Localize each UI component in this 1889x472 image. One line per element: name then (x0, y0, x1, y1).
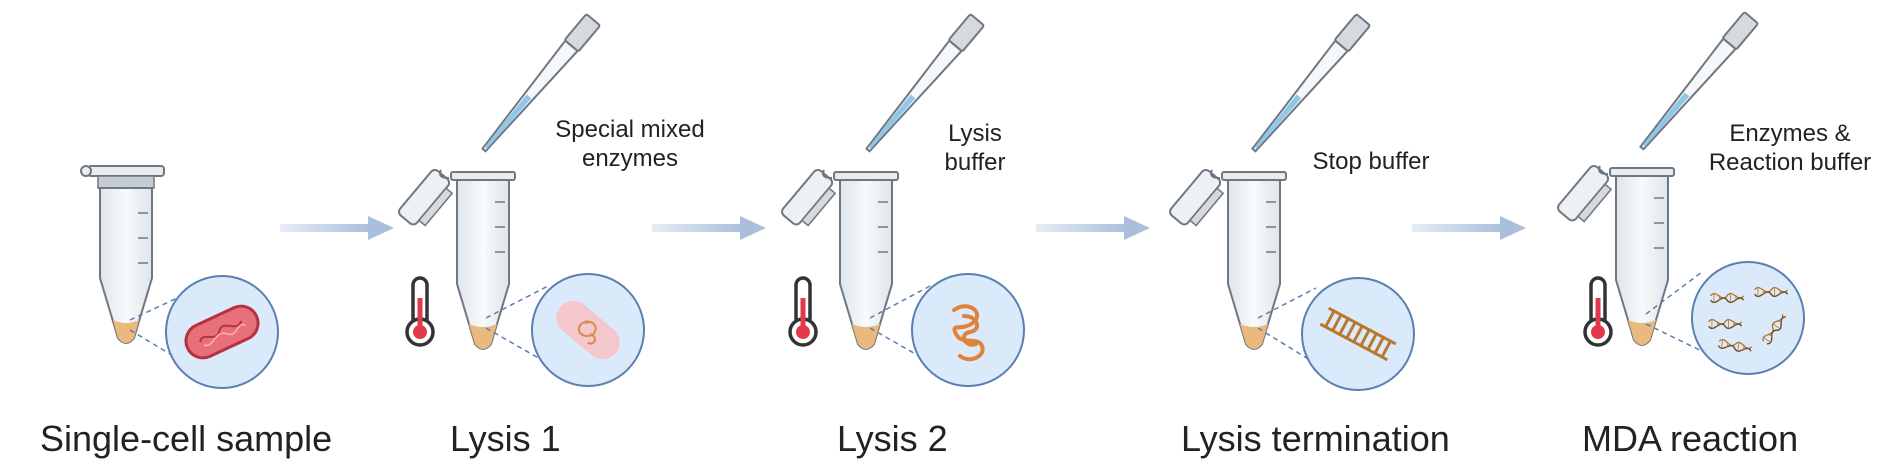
arrow-right-icon-4 (1412, 216, 1526, 240)
zoom-circle-step-4 (1301, 277, 1415, 391)
reagent-label-step-4: Stop buffer (1312, 148, 1430, 175)
arrow-right-icon-2 (652, 216, 766, 240)
step-label-1: Single-cell sample (40, 418, 333, 459)
tangled-dna-icon (952, 304, 985, 362)
zoom-lines-step-5 (1645, 271, 1713, 357)
tube-icon-step-1 (80, 165, 165, 344)
zoom-circle-step-2 (531, 273, 645, 387)
dna-ladder-icon (1319, 306, 1397, 362)
thermometer-icon-step-2 (405, 276, 435, 347)
pipette-icon-step-4 (1246, 12, 1372, 157)
thermometer-icon-step-5 (1583, 276, 1613, 347)
zoom-circle-step-1 (165, 275, 279, 389)
zoom-circle-step-3 (911, 273, 1025, 387)
tube-icon-step-4 (1167, 166, 1287, 350)
step-label-2: Lysis 1 (450, 418, 561, 459)
reagent-label-step-5: Enzymes &Reaction buffer (1708, 120, 1872, 176)
arrow-right-icon-3 (1036, 216, 1150, 240)
zoom-circle-step-5 (1691, 261, 1805, 375)
tube-icon-step-5 (1555, 162, 1675, 346)
arrow-right-icon-1 (280, 216, 394, 240)
step-label-4: Lysis termination (1181, 418, 1450, 459)
lysing-cell-icon (556, 300, 620, 360)
step-label-5: MDA reaction (1582, 418, 1799, 459)
step-label-3: Lysis 2 (837, 418, 948, 459)
thermometer-icon-step-3 (788, 276, 818, 347)
bacterium-icon (184, 304, 260, 360)
